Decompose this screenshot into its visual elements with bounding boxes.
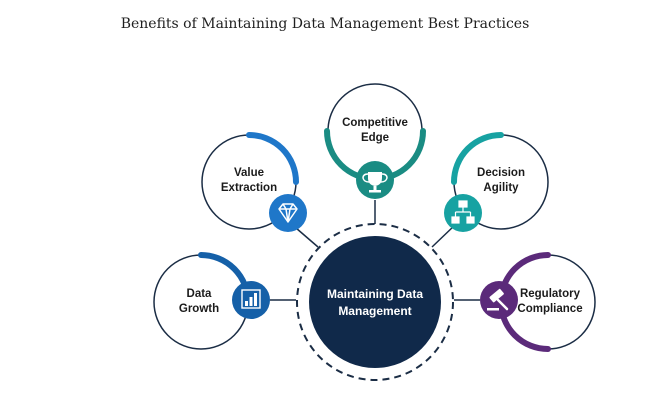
data-growth-label-line1: Data bbox=[187, 288, 213, 300]
benefit-competitive-edge: Competitive Edge bbox=[324, 83, 426, 199]
benefit-value-extraction: Value Extraction bbox=[201, 132, 307, 232]
diamond-icon bbox=[278, 203, 298, 223]
decision-label-line1: Decision bbox=[477, 167, 525, 179]
page-title: Benefits of Maintaining Data Management … bbox=[120, 16, 530, 32]
regulatory-label-line1: Regulatory bbox=[520, 288, 581, 300]
competitive-label-line2: Edge bbox=[361, 132, 389, 144]
value-label-line2: Extraction bbox=[221, 182, 277, 194]
center-label-line2: Management bbox=[338, 304, 411, 318]
center-circle bbox=[309, 236, 441, 368]
benefit-regulatory-compliance: Regulatory Compliance bbox=[480, 252, 596, 352]
center-dashed-ring bbox=[296, 223, 454, 381]
value-label-line1: Value bbox=[234, 167, 264, 179]
decision-icon-badge bbox=[444, 194, 482, 232]
connector-decision bbox=[431, 224, 456, 248]
decision-accent-arc bbox=[451, 132, 504, 185]
value-accent-arc bbox=[246, 132, 299, 185]
benefit-data-growth: Data Growth bbox=[153, 252, 270, 350]
flowchart-icon bbox=[451, 200, 475, 224]
value-icon-badge bbox=[269, 194, 307, 232]
competitive-label-line1: Competitive bbox=[342, 117, 408, 129]
data-growth-label-line2: Growth bbox=[179, 303, 219, 315]
benefit-decision-agility: Decision Agility bbox=[444, 132, 549, 232]
gavel-icon bbox=[487, 288, 509, 311]
connector-value bbox=[295, 227, 319, 248]
bar-chart-icon bbox=[241, 289, 261, 309]
decision-label-line2: Agility bbox=[483, 182, 519, 194]
center-label-line1: Maintaining Data bbox=[327, 287, 423, 301]
trophy-icon bbox=[362, 172, 388, 193]
regulatory-label-line2: Compliance bbox=[517, 303, 582, 315]
